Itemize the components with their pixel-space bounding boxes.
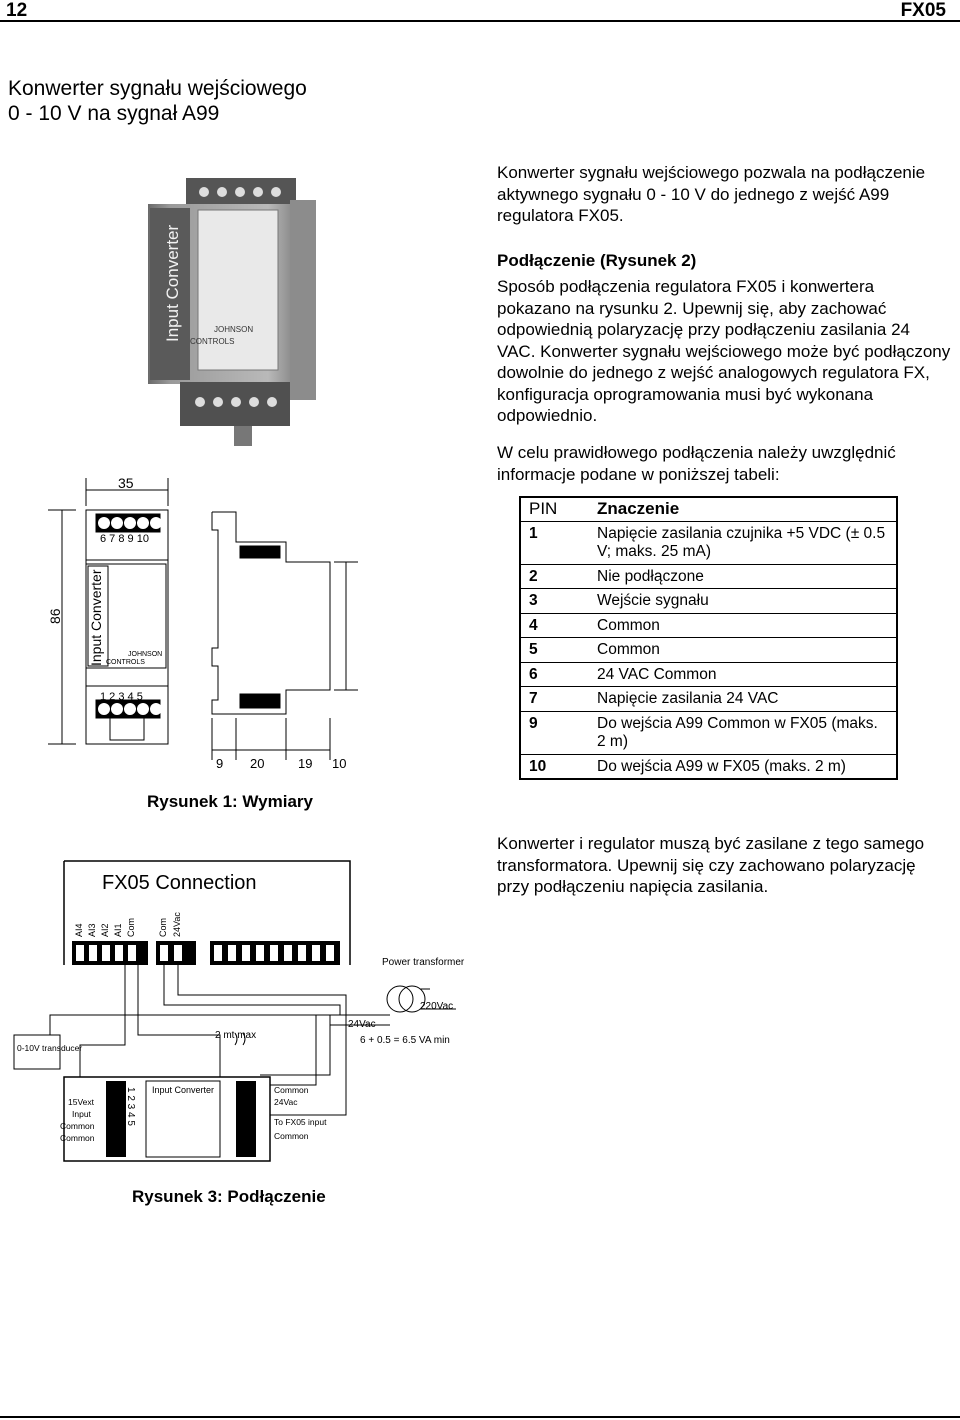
header-rule (0, 20, 960, 22)
pin-cell: 7 (520, 686, 589, 712)
meaning-cell: Common (589, 637, 897, 663)
max-length-label: 2 mt max (215, 1030, 256, 1041)
converter-photo: Input Converter JOHNSON CONTROLS (148, 178, 316, 446)
meaning-cell: Do wejścia A99 w FX05 (maks. 2 m) (597, 757, 846, 775)
top-terminal-numbers: 6 7 8 9 10 (100, 533, 149, 545)
transducer-box (13, 1034, 61, 1070)
side-dim-9: 9 (216, 756, 223, 771)
transformer-rating-label: 6 + 0.5 = 6.5 VA min (360, 1035, 450, 1046)
fx05-terminal-com: Com (126, 918, 136, 937)
fx05-terminal-ai2: AI2 (100, 923, 110, 937)
pin-column-header: PIN (520, 497, 589, 522)
front-brand-line1: JOHNSON (128, 651, 162, 658)
connection-paragraph: Sposób podłączenia regulatora FX05 i kon… (497, 277, 951, 425)
table-intro-paragraph: W celu prawidłowego podłączenia należy u… (497, 443, 896, 484)
meaning-column-header: Znaczenie (589, 497, 897, 522)
fx05-terminal-ai4: AI4 (74, 923, 84, 937)
side-dim-19: 19 (298, 756, 312, 771)
meaning-cell: Nie podłączone (589, 564, 897, 589)
front-brand-line2: CONTROLS (106, 659, 145, 666)
figure3-caption: Rysunek 3: Podłączenie (132, 1187, 326, 1206)
table-row: 10 Do wejścia A99 w FX05 (maks. 2 m) (520, 754, 897, 779)
converter-left-label-2: Input (72, 1109, 92, 1119)
page-number: 12 (6, 0, 28, 21)
pin-cell: 9 (520, 711, 589, 755)
connection-heading: Podłączenie (Rysunek 2) (497, 251, 697, 270)
power-transformer-label-line: Power transformer (382, 957, 465, 968)
meaning-cell: Do wejścia A99 Common w FX05 (maks. 2 m) (589, 711, 897, 755)
section-title-line1: Konwerter sygnału wejściowego (8, 77, 307, 100)
bottom-terminal-numbers: 1 2 3 4 5 (100, 691, 143, 703)
fx05-terminal-ai3: AI3 (87, 923, 97, 937)
height-dimension: 86 (47, 608, 63, 624)
intro-paragraph: Konwerter sygnału wejściowego pozwala na… (497, 163, 926, 225)
pin-cell: 3 (520, 588, 589, 614)
converter-right-label-2: 24Vac (274, 1097, 298, 1107)
front-device-label: Input Converter (88, 569, 104, 666)
width-dimension: 35 (118, 475, 134, 491)
converter-right-pins: 6 7 8 9 10 (233, 1087, 244, 1132)
converter-label: Input Converter (152, 1085, 214, 1095)
primary-voltage-label: 220Vac (420, 1001, 453, 1012)
photo-device-label: Input Converter (163, 224, 182, 342)
pin-cell: 4 (520, 613, 589, 638)
photo-brand-line1: JOHNSON (214, 325, 253, 334)
converter-right-label-4: Common (274, 1131, 309, 1141)
pin-cell: 1 (520, 521, 589, 565)
pin-table-header-row: PIN Znaczenie (520, 497, 897, 522)
converter-left-label-3: Common (60, 1121, 95, 1131)
fx05-title: FX05 Connection (102, 872, 257, 894)
side-dim-10: 10 (332, 756, 346, 771)
dimensions-drawing: 35 86 6 7 8 9 10 1 2 3 4 5 Input Convert… (47, 475, 358, 771)
meaning-cell: Common (589, 613, 897, 638)
photo-brand-line2: CONTROLS (190, 337, 234, 346)
section-title: Konwerter sygnału wejściowego 0 - 10 V n… (8, 76, 428, 126)
transducer-label: 0-10V transducer (17, 1043, 82, 1053)
meaning-cell: Wejście sygnału (589, 588, 897, 614)
power-note-paragraph: Konwerter i regulator muszą być zasilane… (497, 834, 925, 896)
section-title-line2: 0 - 10 V na sygnał A99 (8, 102, 220, 125)
figure1-caption: Rysunek 1: Wymiary (147, 792, 313, 811)
fx05-terminal-ai1: AI1 (113, 923, 123, 937)
meaning-cell: Napięcie zasilania 24 VAC (589, 686, 897, 712)
converter-left-pins: 1 2 3 4 5 (125, 1087, 136, 1126)
meaning-cell: 24 VAC Common (589, 662, 897, 687)
secondary-voltage-label: 24Vac (348, 1019, 376, 1030)
side-dim-20: 20 (250, 756, 264, 771)
converter-right-label-3: To FX05 input (274, 1117, 327, 1127)
footer-rule (0, 1416, 960, 1418)
photo-front-label (197, 209, 279, 371)
pin-cell: 6 (520, 662, 589, 687)
converter-left-label-4: Common (60, 1133, 95, 1143)
fx05-terminal-24vac: 24Vac (172, 912, 182, 937)
converter-right-label-1: Common (274, 1085, 309, 1095)
converter-left-label-1: 15Vext (68, 1097, 95, 1107)
document-code: FX05 (900, 0, 946, 21)
meaning-cell: Napięcie zasilania czujnika +5 VDC (± 0.… (589, 521, 897, 565)
fx05-terminal-power-com: Com (158, 918, 168, 937)
pin-cell: 5 (520, 637, 589, 663)
pin-cell: 2 (520, 564, 589, 589)
pin-cell: 10 (529, 757, 547, 775)
connection-diagram: FX05 Connection AI4 AI3 AI2 AI1 Com Com … (13, 860, 465, 1162)
